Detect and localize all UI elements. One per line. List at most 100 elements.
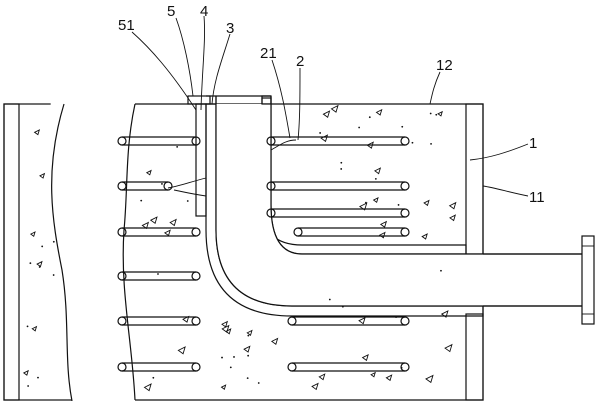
anchor-rod-end	[117, 181, 127, 191]
aggregate-speck	[429, 112, 432, 115]
aggregate-speck	[373, 167, 382, 175]
anchor-rod-end	[400, 316, 410, 326]
aggregate-speck	[423, 199, 430, 207]
anchor-rod-end	[266, 181, 276, 191]
label-5: 5	[167, 3, 175, 20]
aggregate-speck	[395, 316, 397, 319]
connector-left	[167, 177, 207, 189]
aggregate-speck	[33, 129, 41, 136]
aggregate-speck	[143, 383, 152, 392]
anchor-rod-end	[293, 227, 303, 237]
aggregate-speck	[320, 134, 329, 143]
aggregate-speck	[27, 385, 30, 387]
leader-51	[131, 31, 197, 111]
aggregate-speck	[340, 168, 343, 170]
aggregate-speck	[322, 110, 331, 118]
aggregate-speck	[328, 298, 331, 301]
aggregate-speck	[375, 108, 383, 116]
aggregate-speck	[247, 354, 250, 357]
aggregate-speck	[401, 125, 404, 128]
anchor-rod-end	[117, 362, 127, 372]
right-wall-lower	[465, 313, 484, 401]
aggregate-speck	[341, 305, 344, 308]
sleeve-plate-4	[195, 103, 207, 217]
aggregate-speck	[157, 273, 159, 275]
connector-left-b	[173, 189, 207, 197]
aggregate-speck	[385, 374, 393, 382]
anchor-rod	[122, 227, 196, 237]
anchor-rod-end	[400, 227, 410, 237]
anchor-rod	[122, 136, 196, 146]
aggregate-speck	[421, 233, 428, 240]
aggregate-speck	[330, 104, 339, 113]
anchor-rod	[271, 181, 405, 191]
aggregate-speck	[229, 366, 232, 369]
callout-labels: 51 5 4 3 21 2 12 1 11	[118, 3, 545, 206]
label-1: 1	[529, 135, 537, 152]
anchor-rod-end	[287, 362, 297, 372]
anchor-rod	[292, 316, 405, 326]
anchor-rod-end	[117, 316, 127, 326]
leader-2	[297, 67, 301, 141]
aggregate-speck	[31, 325, 38, 332]
aggregate-speck	[246, 377, 249, 380]
aggregate-speck	[26, 325, 29, 328]
anchor-rod-end	[400, 208, 410, 218]
leader-21	[271, 59, 291, 139]
aggregate-speck	[358, 126, 361, 129]
anchor-rod-end	[117, 271, 127, 281]
aggregate-speck	[152, 376, 155, 379]
aggregate-speck	[29, 231, 36, 237]
aggregate-speck	[225, 328, 232, 335]
concrete-left-fragment	[3, 103, 72, 401]
label-2: 2	[296, 53, 304, 70]
leader-11	[482, 185, 529, 197]
aggregate-speck	[37, 376, 39, 379]
aggregate-speck	[149, 216, 158, 225]
concrete-right-body	[122, 103, 484, 401]
label-3: 3	[226, 20, 234, 37]
anchor-rod-end	[266, 208, 276, 218]
aggregate-speck	[374, 177, 377, 180]
aggregate-speck	[448, 201, 457, 210]
aggregate-speck	[52, 240, 55, 243]
pipe-inner-sleeve	[261, 95, 467, 255]
aggregate-speck	[378, 231, 386, 239]
aggregate-speck	[140, 199, 143, 202]
anchor-rod-end	[400, 136, 410, 146]
aggregate-speck	[220, 384, 227, 390]
aggregate-speck	[221, 324, 230, 333]
label-12: 12	[436, 57, 453, 74]
aggregate-speck	[397, 204, 400, 206]
aggregate-speck	[400, 366, 403, 369]
aggregate-speck	[358, 316, 366, 325]
anchor-rod-end	[287, 316, 297, 326]
anchor-rod-end	[266, 136, 276, 146]
aggregate-speck	[29, 262, 32, 265]
aggregate-speck	[257, 382, 260, 384]
aggregate-speck	[270, 337, 279, 346]
aggregate-speck	[370, 371, 376, 378]
anchor-rod	[271, 208, 405, 218]
aggregate-speck	[247, 334, 250, 337]
aggregate-speck	[366, 141, 374, 149]
aggregate-speck	[361, 353, 369, 362]
aggregate-speck	[340, 161, 343, 164]
leader-5	[175, 17, 194, 97]
aggregate-speck	[177, 346, 186, 355]
anchor-rod-end	[191, 227, 201, 237]
right-break-line	[122, 103, 136, 401]
aggregate-speck	[36, 260, 43, 268]
aggregate-speck	[163, 229, 171, 237]
leader-3	[211, 33, 231, 105]
aggregate-speck	[176, 146, 179, 148]
aggregate-speck	[425, 374, 434, 384]
anchor-rod	[122, 181, 168, 191]
anchor-rod	[122, 316, 196, 326]
right-wall-upper	[465, 103, 484, 255]
aggregate-speck	[182, 315, 190, 323]
aggregate-speck	[449, 214, 456, 222]
aggregate-speck	[379, 220, 388, 228]
embedded-pipe	[205, 95, 600, 325]
